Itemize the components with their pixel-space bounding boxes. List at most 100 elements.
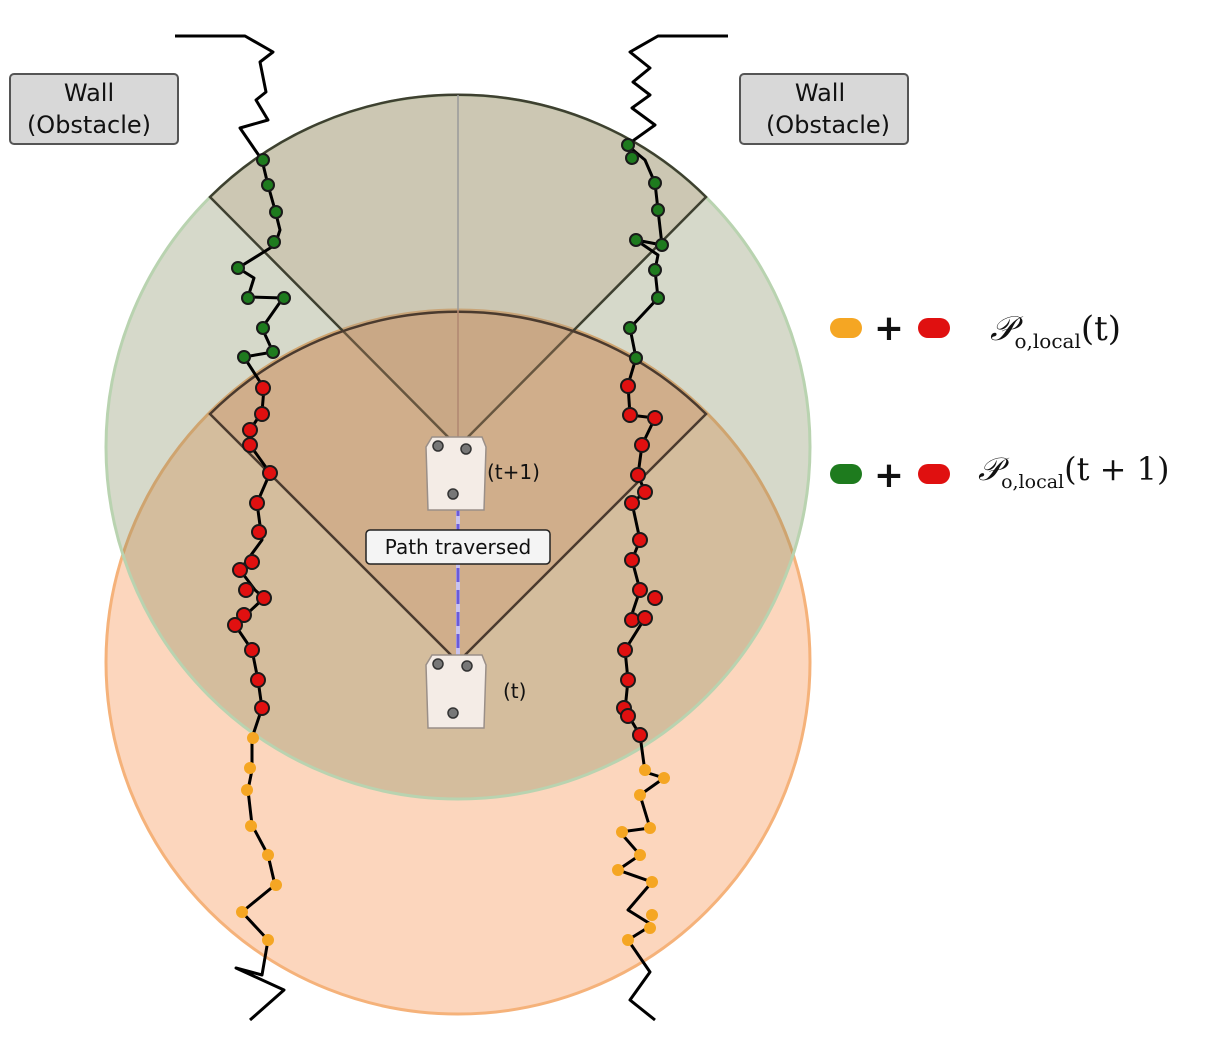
left-green-point [261,178,275,192]
wall-label-right-line2: (Obstacle) [766,111,890,139]
right-green-point [623,321,637,335]
legend-sub-2: o,local [1001,471,1064,493]
legend-sub-1: o,local [1015,329,1081,353]
left-orange-point [236,906,248,918]
left-orange-point [262,934,274,946]
right-red-point [624,495,640,511]
right-red-point [632,582,648,598]
robot-t1-sensor-left [432,440,444,452]
left-red-point [236,607,252,623]
left-green-point [237,350,251,364]
left-orange-point [245,820,257,832]
right-red-point [624,552,640,568]
right-green-point [625,151,639,165]
right-orange-point [646,909,658,921]
legend-red-swatch-2 [918,464,950,484]
robot-t1-sensor-rear [447,488,459,500]
legend-label-2: 𝒫o,local(t + 1) [978,450,1169,493]
robot-t [425,654,487,729]
legend-plus-2: + [874,455,904,496]
right-orange-point [658,772,670,784]
left-orange-point [262,849,274,861]
left-red-point [262,465,278,481]
right-orange-point [634,789,646,801]
right-red-point [620,378,636,394]
left-green-point [277,291,291,305]
right-red-point [647,590,663,606]
left-red-point [254,406,270,422]
left-red-point [244,642,260,658]
left-green-point [256,321,270,335]
right-red-point [632,532,648,548]
left-red-point [256,590,272,606]
right-green-point [629,233,643,247]
wall-label-right-line1: Wall [795,79,845,107]
left-orange-point [270,879,282,891]
right-green-point [648,263,662,277]
left-wall-points [227,153,291,946]
left-red-point [242,422,258,438]
right-red-point [634,437,650,453]
left-red-point [251,524,267,540]
left-orange-point [247,732,259,744]
robot-t1-sensor-right [460,443,472,455]
path-label: Path traversed [385,535,531,559]
robot-t-sensor-left [432,658,444,670]
right-orange-point [639,764,651,776]
legend-arg-2: (t + 1) [1064,450,1169,488]
right-green-point [629,351,643,365]
right-red-point [617,642,633,658]
wall-label-left: Wall (Obstacle) [9,73,179,145]
legend-orange-swatch [830,318,862,338]
legend-plus-1: + [874,308,904,349]
right-red-point [637,610,653,626]
right-red-point [647,410,663,426]
legend-label-1: 𝒫o,local(t) [990,309,1121,353]
legend-arg-1: (t) [1081,309,1121,349]
left-orange-point [244,762,256,774]
left-red-point [238,582,254,598]
left-red-point [249,495,265,511]
left-green-point [231,261,245,275]
robot-t-sensor-rear [447,707,459,719]
right-red-point [632,727,648,743]
robot-t1-label: (t+1) [487,460,540,484]
wall-label-left-line2: (Obstacle) [27,111,151,139]
right-orange-point [622,934,634,946]
left-red-point [227,617,243,633]
right-orange-point [634,849,646,861]
right-red-point [620,708,636,724]
robot-t-label: (t) [503,679,526,703]
left-red-point [232,562,248,578]
right-green-point [655,238,669,252]
right-green-point [621,138,635,152]
right-green-point [648,176,662,190]
left-red-point [255,380,271,396]
right-green-point [651,291,665,305]
right-orange-point [644,822,656,834]
left-red-point [244,554,260,570]
right-red-point [622,407,638,423]
legend-red-swatch-1 [918,318,950,338]
left-green-point [241,291,255,305]
right-orange-point [646,876,658,888]
wall-label-right: Wall (Obstacle) [739,73,909,145]
robot-t1 [425,436,487,511]
right-orange-point [616,826,628,838]
right-green-point [651,203,665,217]
left-green-point [266,345,280,359]
right-wall-points [612,138,670,946]
right-red-point [624,612,640,628]
right-red-point [637,484,653,500]
right-red-point [620,672,636,688]
wall-label-left-line1: Wall [64,79,114,107]
robot-t-sensor-right [461,660,473,672]
right-orange-point [644,922,656,934]
legend-green-swatch [830,464,862,484]
left-red-point [250,672,266,688]
left-green-point [256,153,270,167]
right-orange-point [612,864,624,876]
right-red-point [630,467,646,483]
left-red-point [242,437,258,453]
